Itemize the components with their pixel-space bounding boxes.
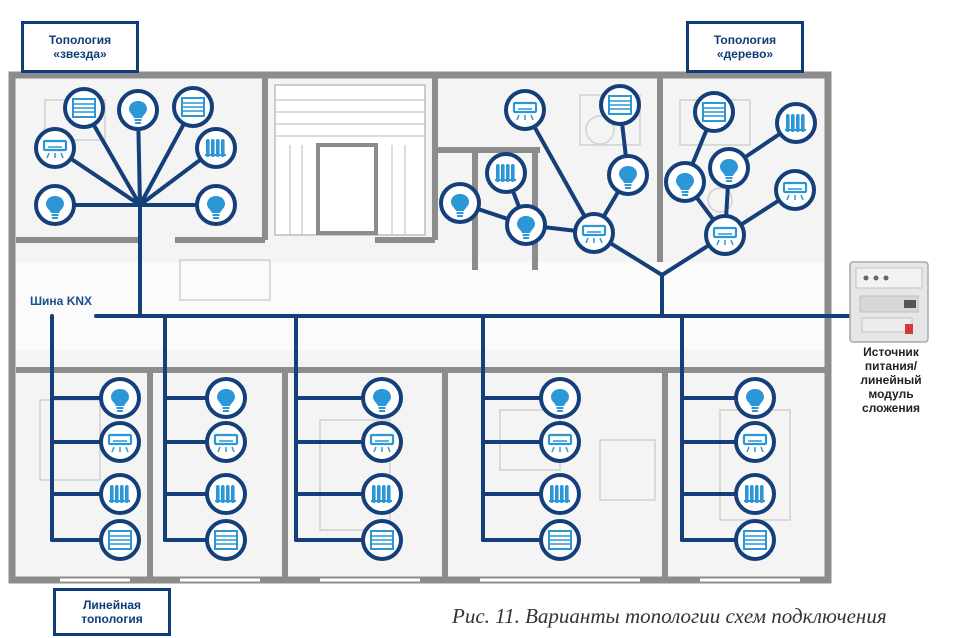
ac-device	[34, 127, 76, 169]
bulb-device	[708, 147, 750, 189]
blind-device	[693, 91, 735, 133]
star-topology-label: Топология «звезда»	[21, 21, 139, 73]
radiator-device	[734, 473, 776, 515]
bulb-device	[505, 204, 547, 246]
blind-device	[99, 519, 141, 561]
star-label-line-1: Топология	[48, 33, 112, 47]
blind-device	[361, 519, 403, 561]
bulb-device	[361, 377, 403, 419]
staircase	[274, 84, 426, 236]
ac-device	[704, 214, 746, 256]
radiator-device	[195, 127, 237, 169]
radiator-device	[205, 473, 247, 515]
power-supply-label: Источник питания/ линейный модуль сложен…	[836, 345, 946, 415]
radiator-device	[485, 152, 527, 194]
psu-line-4: модуль	[868, 387, 914, 401]
psu-line-5: сложения	[862, 401, 920, 415]
power-supply-module	[849, 261, 929, 343]
blind-device	[599, 84, 641, 126]
line-label-line-1: Линейная	[82, 598, 142, 612]
bulb-device	[99, 377, 141, 419]
line-topology-label: Линейная топология	[53, 588, 171, 636]
psu-line-3: линейный	[860, 373, 922, 387]
radiator-device	[775, 102, 817, 144]
bulb-device	[117, 89, 159, 131]
psu-line-2: питания/	[864, 359, 918, 373]
bulb-device	[664, 161, 706, 203]
knx-devices	[34, 84, 817, 561]
blind-device	[63, 87, 105, 129]
blind-device	[172, 86, 214, 128]
bulb-device	[34, 184, 76, 226]
ac-device	[361, 421, 403, 463]
ac-device	[539, 421, 581, 463]
radiator-device	[539, 473, 581, 515]
ac-device	[774, 169, 816, 211]
bulb-device	[539, 377, 581, 419]
bulb-device	[607, 154, 649, 196]
radiator-device	[361, 473, 403, 515]
bulb-device	[205, 377, 247, 419]
tree-label-line-2: «дерево»	[716, 47, 774, 61]
blind-device	[539, 519, 581, 561]
tree-label-line-1: Топология	[713, 33, 777, 47]
ac-device	[573, 212, 615, 254]
ac-device	[205, 421, 247, 463]
ac-device	[504, 89, 546, 131]
line-label-line-2: топология	[81, 612, 143, 626]
blind-device	[734, 519, 776, 561]
ac-device	[734, 421, 776, 463]
bulb-device	[195, 184, 237, 226]
tree-topology-label: Топология «дерево»	[686, 21, 804, 73]
bulb-device	[439, 182, 481, 224]
ac-device	[99, 421, 141, 463]
knx-bus-label: Шина KNX	[30, 294, 93, 308]
figure-caption: Рис. 11. Варианты топологии схем подключ…	[452, 604, 887, 628]
star-label-line-2: «звезда»	[53, 47, 107, 61]
psu-line-1: Источник	[863, 345, 919, 359]
blind-device	[205, 519, 247, 561]
radiator-device	[99, 473, 141, 515]
bulb-device	[734, 377, 776, 419]
building-floor-plan	[8, 71, 832, 584]
